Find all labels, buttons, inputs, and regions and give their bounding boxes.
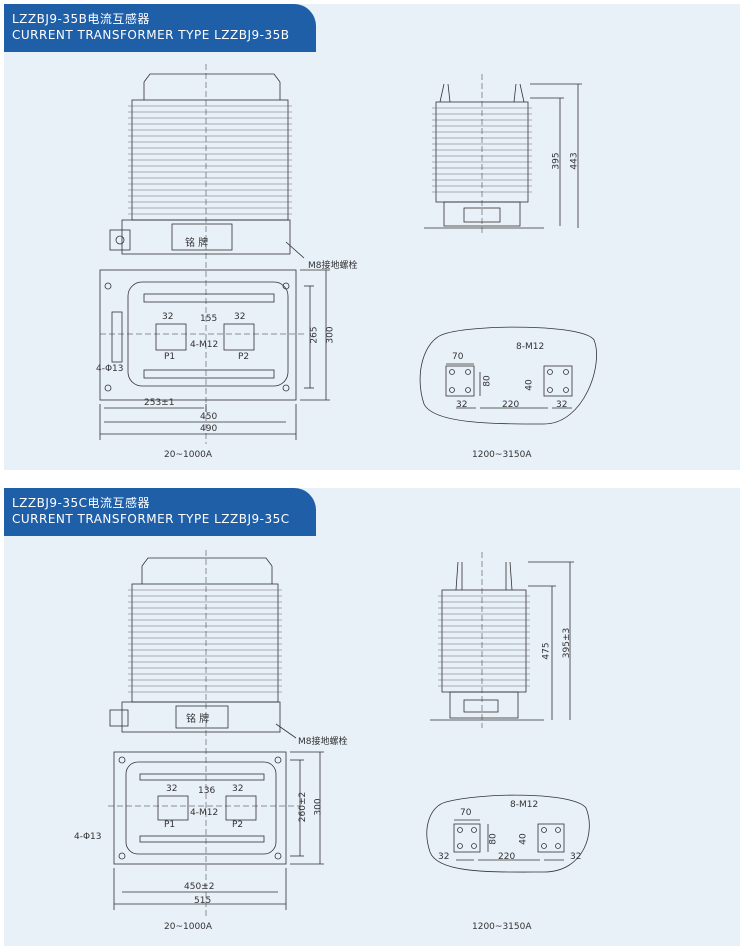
detail-80: 80 <box>488 833 499 845</box>
title-cn: LZZBJ9-35C电流互感器 <box>12 496 151 510</box>
title-en: CURRENT TRANSFORMER TYPE LZZBJ9-35C <box>12 512 290 526</box>
detail-40: 40 <box>518 833 529 845</box>
nameplate-label: 铭 牌 <box>186 714 210 725</box>
dim-450: 450±2 <box>184 882 215 892</box>
port-p1: P1 <box>164 352 176 362</box>
dim-443: 443 <box>569 152 580 170</box>
dim-490: 490 <box>200 424 218 434</box>
dim-4phi13: 4-Φ13 <box>74 832 102 842</box>
detail-70: 70 <box>452 352 464 362</box>
detail-32-left: 32 <box>438 852 450 862</box>
dim-32-right: 32 <box>232 784 244 794</box>
detail-70: 70 <box>460 808 472 818</box>
dim-4m12: 4-M12 <box>190 808 219 818</box>
ground-bolt-label: M8接地螺栓 <box>308 261 358 271</box>
caption-right: 1200~3150A <box>472 922 532 932</box>
dim-515: 515 <box>194 896 212 906</box>
detail-32-left: 32 <box>456 400 468 410</box>
section-header: LZZBJ9-35C电流互感器 CURRENT TRANSFORMER TYPE… <box>4 488 316 536</box>
port-p2: P2 <box>238 352 250 362</box>
dim-395: 395±3 <box>562 627 573 659</box>
drawing-35b <box>99 64 597 444</box>
dim-265: 265 <box>309 326 320 344</box>
section-lzzbj9-35b: LZZBJ9-35B电流互感器 CURRENT TRANSFORMER TYPE… <box>4 4 740 470</box>
detail-8m12: 8-M12 <box>516 342 545 352</box>
dim-4m12: 4-M12 <box>190 340 219 350</box>
dim-32-right: 32 <box>234 312 246 322</box>
detail-80: 80 <box>482 375 493 387</box>
dim-395: 395 <box>551 152 562 170</box>
detail-220: 220 <box>502 400 520 410</box>
dim-136: 136 <box>198 786 216 796</box>
title-cn: LZZBJ9-35B电流互感器 <box>12 12 150 26</box>
dim-32-left: 32 <box>166 784 178 794</box>
dim-253: 253±1 <box>144 398 175 408</box>
dim-4phi13: 4-Φ13 <box>96 364 124 374</box>
detail-40: 40 <box>524 379 535 391</box>
detail-8m12: 8-M12 <box>510 800 539 810</box>
detail-32-right: 32 <box>556 400 568 410</box>
caption-right: 1200~3150A <box>472 450 532 460</box>
plan-outline <box>99 269 297 401</box>
section-lzzbj9-35c: LZZBJ9-35C电流互感器 CURRENT TRANSFORMER TYPE… <box>4 488 740 946</box>
nameplate-label: 铭 牌 <box>185 238 209 249</box>
port-p1: P1 <box>164 820 176 830</box>
ground-bolt-label: M8接地螺栓 <box>298 737 348 747</box>
caption-left: 20~1000A <box>164 922 213 932</box>
dim-32-left: 32 <box>162 312 174 322</box>
detail-32-right: 32 <box>570 852 582 862</box>
nameplate <box>171 223 233 251</box>
title-en: CURRENT TRANSFORMER TYPE LZZBJ9-35B <box>12 28 290 42</box>
port-p2: P2 <box>232 820 244 830</box>
dim-475: 475 <box>541 642 552 660</box>
top-cap <box>141 557 273 567</box>
top-cap <box>143 73 281 83</box>
section-header: LZZBJ9-35B电流互感器 CURRENT TRANSFORMER TYPE… <box>4 4 316 52</box>
caption-left: 20~1000A <box>164 450 213 460</box>
drawing-35c <box>108 550 590 918</box>
dim-155: 155 <box>200 314 218 324</box>
dim-300: 300 <box>313 798 324 816</box>
detail-220: 220 <box>498 852 516 862</box>
dim-450: 450 <box>200 412 218 422</box>
dim-260: 260±2 <box>298 791 309 823</box>
dim-300: 300 <box>325 326 336 344</box>
